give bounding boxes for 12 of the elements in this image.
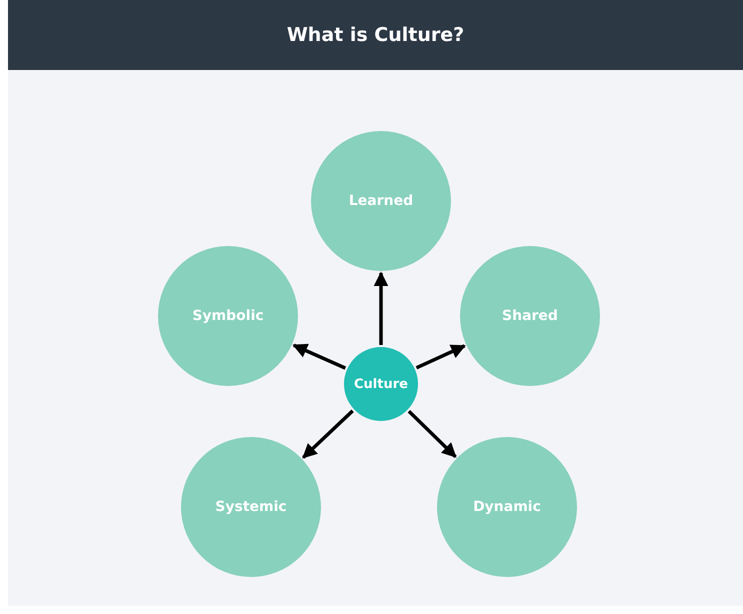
arrow [302,410,354,459]
arrow [292,344,346,370]
title: What is Culture? [286,24,464,46]
circle-label: Systemic [215,499,287,515]
arrow [416,344,466,370]
circle-label: Culture [354,376,408,392]
circle-label: Learned [348,193,414,209]
circle-label: Dynamic [473,499,541,515]
circle-label: Shared [502,308,558,324]
arrow [374,272,388,345]
arrow [408,410,457,458]
circle-label: Symbolic [192,308,264,324]
